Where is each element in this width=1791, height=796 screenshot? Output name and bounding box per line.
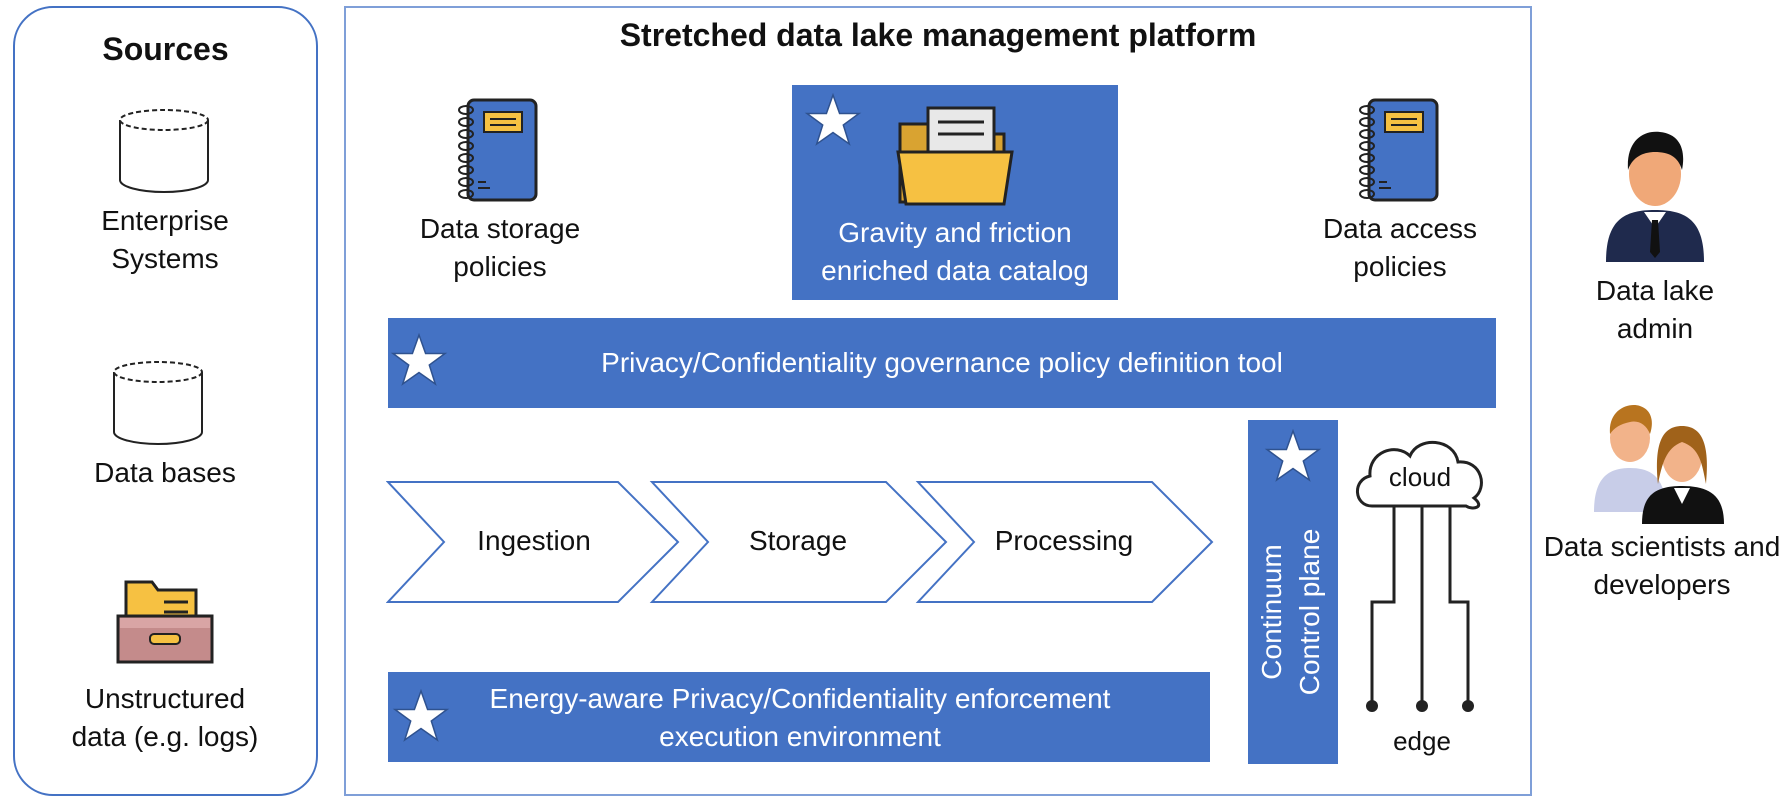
file-drawer-icon [116,580,214,664]
platform-title: Stretched data lake management platform [619,17,1257,53]
scientists-line1: Data scientists and [1543,531,1781,562]
businessman-icon [1606,131,1704,262]
access-policies-line2: policies [1353,251,1447,282]
data-bases-label: Data bases [94,457,236,488]
control-plane-line1: Continuum [1256,544,1287,680]
storage-label: Storage [748,525,848,556]
notebook-icon [458,98,538,202]
database-cylinder-icon [113,361,203,445]
unstructured-label-line1: Unstructured [84,683,246,714]
cloud-edge-diagram [1356,441,1483,712]
processing-label: Processing [994,525,1134,556]
enforcement-label: Energy-aware Privacy/Confidentiality enf… [440,680,1160,756]
sources-title: Sources [102,31,229,67]
edge-label: edge [1393,726,1451,756]
data-catalog-label: Gravity and friction enriched data catal… [792,214,1118,290]
enforcement-line2: execution environment [659,721,941,752]
data-storage-policies-label: Data storage policies [380,210,620,286]
governance-tool-label: Privacy/Confidentiality governance polic… [601,347,1283,378]
enterprise-systems-label: Enterprise Systems [60,202,270,278]
admin-line1: Data lake [1595,275,1715,306]
unstructured-data-label: Unstructured data (e.g. logs) [50,680,280,756]
enforcement-line1: Energy-aware Privacy/Confidentiality enf… [489,683,1111,714]
data-scientists-label: Data scientists and developers [1536,528,1788,604]
pipeline-chevrons [386,481,1214,603]
enterprise-label-line1: Enterprise [101,205,229,236]
storage-policies-line1: Data storage [419,213,581,244]
data-lake-admin-label: Data lake admin [1540,272,1770,348]
folder-icon [896,106,1014,206]
cloud-icon [1356,441,1483,510]
storage-policies-line2: policies [453,251,547,282]
catalog-line1: Gravity and friction [838,217,1072,248]
processing-chevron [915,481,1214,603]
control-plane-bar [1248,420,1338,764]
storage-chevron [649,481,948,603]
access-policies-line1: Data access [1322,213,1478,244]
cloud-label: cloud [1388,462,1452,492]
data-access-policies-label: Data access policies [1280,210,1520,286]
ingestion-chevron [386,481,680,603]
catalog-line2: enriched data catalog [821,255,1089,286]
scientists-line2: developers [1593,569,1731,600]
star-icon [390,332,448,386]
ingestion-label: Ingestion [477,525,591,556]
star-icon [804,92,862,146]
admin-line2: admin [1616,313,1694,344]
enforcement-bar [388,672,1210,762]
control-plane-line2: Control plane [1294,528,1325,696]
star-icon [1264,428,1322,482]
database-cylinder-icon [119,109,209,193]
control-plane-label: Continuum Control plane [1253,467,1333,757]
governance-tool-bar [388,318,1496,408]
user-group-icon [1594,405,1724,524]
enterprise-label-line2: Systems [111,243,219,274]
star-icon [392,688,450,742]
notebook-icon [1359,98,1439,202]
unstructured-label-line2: data (e.g. logs) [71,721,259,752]
